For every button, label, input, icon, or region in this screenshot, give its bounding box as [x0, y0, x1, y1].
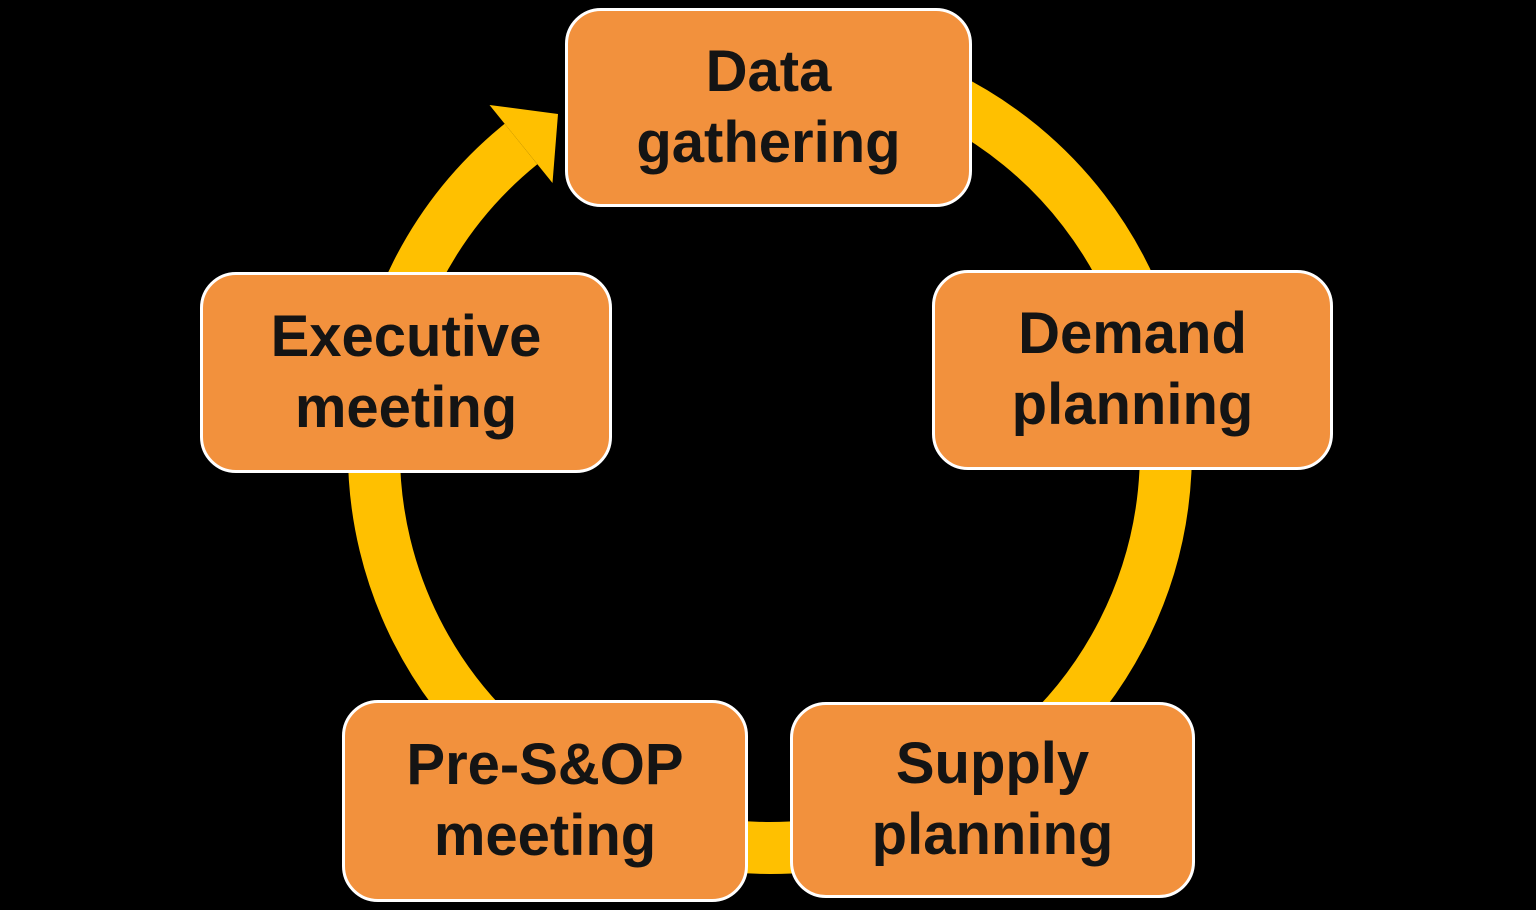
node-label-line: Pre-S&OP [406, 732, 684, 798]
node-label-line: planning [1011, 372, 1254, 437]
node-pre-sop-meeting: Pre-S&OP meeting [342, 700, 748, 902]
node-label-line: Executive [270, 303, 542, 369]
node-data-gathering: Data gathering [565, 8, 972, 207]
node-label-line: Data [705, 38, 832, 104]
node-label-line: meeting [433, 803, 657, 868]
node-supply-planning: Supply planning [790, 702, 1195, 898]
node-label-line: Supply [895, 731, 1090, 797]
node-executive-meeting: Executive meeting [200, 272, 612, 473]
node-label-line: planning [871, 802, 1114, 867]
cycle-arrowhead-icon [489, 105, 558, 183]
node-demand-planning: Demand planning [932, 270, 1333, 470]
node-label-line: Demand [1018, 301, 1247, 367]
node-label-line: meeting [294, 374, 518, 440]
node-label-line: gathering [636, 109, 901, 175]
